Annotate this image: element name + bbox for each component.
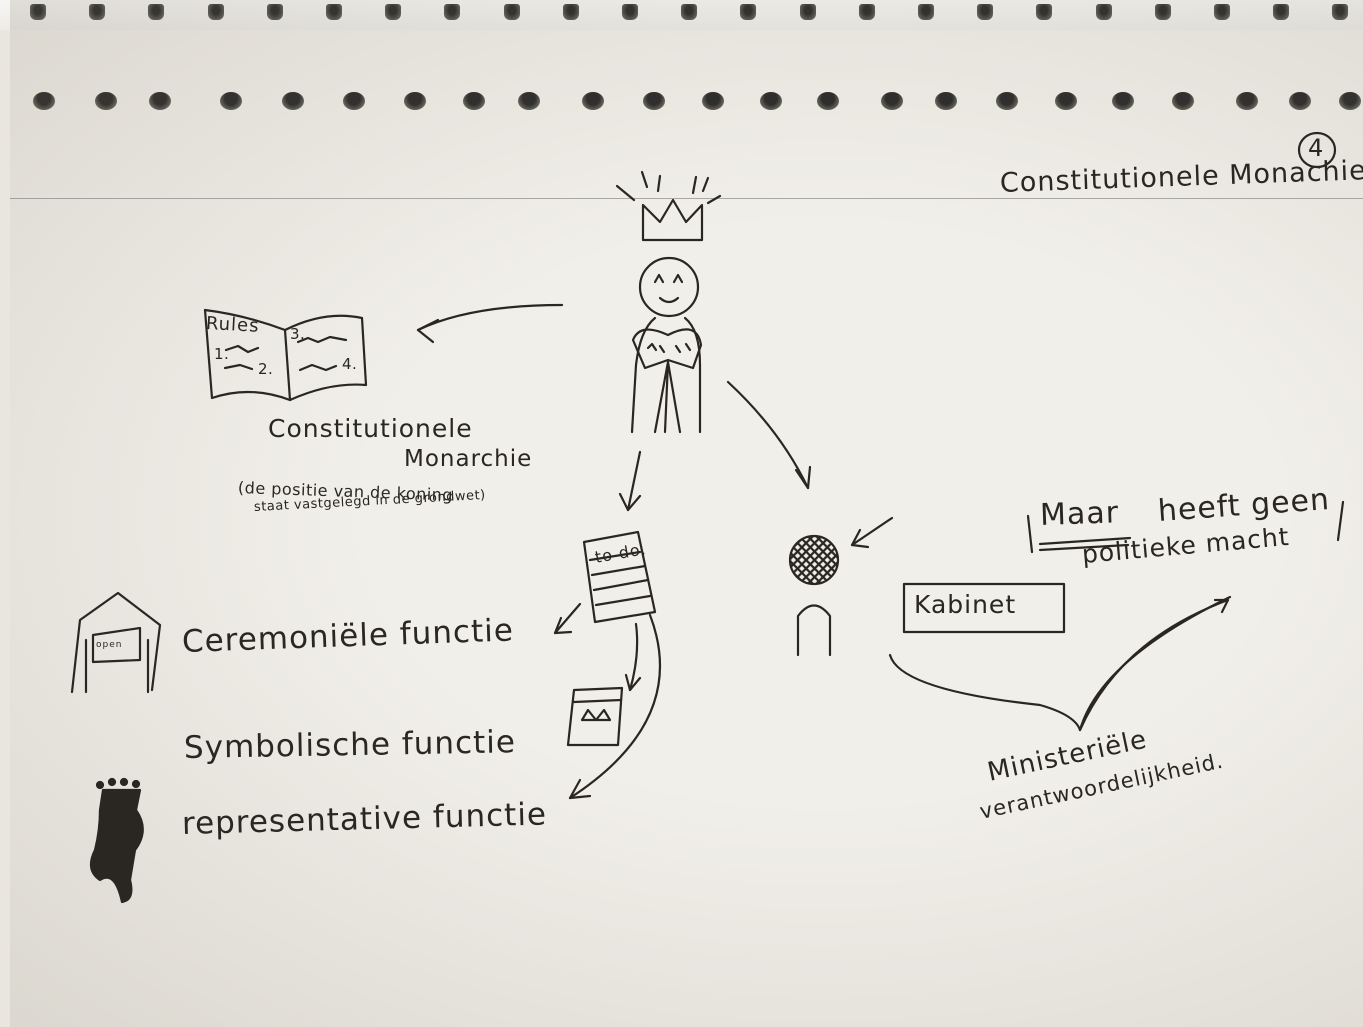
spiral-ring <box>1214 4 1230 20</box>
king-figure-icon <box>630 256 703 434</box>
crown-icon <box>615 170 722 242</box>
spiral-ring <box>503 4 520 20</box>
punched-hole <box>518 92 540 110</box>
page-number: 4 <box>1308 134 1325 162</box>
punched-hole <box>643 92 665 110</box>
book-item-3: 3. <box>290 325 306 343</box>
constitution-title-line1: Constitutionele <box>268 414 473 443</box>
spiral-ring <box>1273 4 1290 20</box>
header-rule <box>10 198 1363 199</box>
spiral-ring <box>148 4 165 20</box>
spiral-ring <box>799 4 816 20</box>
house-icon <box>70 591 162 694</box>
exclamation-right <box>1336 500 1345 542</box>
spiral-ring <box>1154 4 1171 20</box>
book-item-4: 4. <box>342 355 358 373</box>
punched-hole <box>1172 92 1194 110</box>
punched-hole <box>282 92 304 110</box>
spiral-ring <box>266 4 283 20</box>
spiral-ring <box>622 4 638 20</box>
punched-hole <box>1289 92 1311 110</box>
punched-hole <box>881 92 903 110</box>
spiral-ring <box>918 4 934 20</box>
spiral-ring <box>89 4 106 20</box>
spiral-ring <box>562 4 579 20</box>
punched-hole <box>760 92 782 110</box>
punched-hole <box>1339 92 1361 110</box>
spiral-ring <box>1095 4 1112 20</box>
calendar-icon <box>566 686 624 747</box>
spiral-ring <box>681 4 698 20</box>
arrows <box>416 303 1232 800</box>
landmark-silhouette-icon <box>89 777 144 904</box>
spiral-ring <box>444 4 461 20</box>
function-symbolic: Symbolische functie <box>183 724 517 766</box>
punched-hole <box>935 92 957 110</box>
constitution-title-line2: Monarchie <box>404 446 533 472</box>
rules-book-icon <box>203 308 368 402</box>
spiral-ring <box>1036 4 1053 20</box>
exclamation-left <box>1026 514 1034 554</box>
spiral-ring <box>1332 4 1349 20</box>
punched-hole <box>404 92 426 110</box>
kabinet-label: Kabinet <box>914 590 1017 619</box>
spiral-ring <box>740 4 757 20</box>
minister-figure-icon <box>788 534 840 657</box>
book-item-1: 1. <box>214 345 230 363</box>
punched-hole <box>702 92 724 110</box>
book-title: Rules <box>205 313 261 337</box>
book-item-2: 2. <box>258 360 274 378</box>
spiral-ring <box>30 4 46 20</box>
lined-paper <box>10 0 1363 1027</box>
punched-hole <box>463 92 485 110</box>
punched-hole <box>1055 92 1077 110</box>
spiral-ring <box>385 4 402 20</box>
todo-note-icon <box>582 530 657 624</box>
punched-hole <box>1112 92 1134 110</box>
punched-hole <box>343 92 365 110</box>
note-emphasis: Maar <box>1039 495 1120 533</box>
punched-hole <box>817 92 839 110</box>
punched-hole <box>149 92 171 110</box>
punched-hole <box>1236 92 1258 110</box>
punched-hole <box>996 92 1018 110</box>
spiral-ring <box>326 4 342 20</box>
page-number-circle <box>1297 131 1337 169</box>
maar-underline <box>1038 536 1132 552</box>
punched-hole <box>582 92 604 110</box>
punched-hole <box>33 92 55 110</box>
spiral-ring <box>858 4 875 20</box>
spiral-ring <box>977 4 994 20</box>
shop-sign-label: open <box>96 640 123 650</box>
spiral-ring <box>207 4 224 20</box>
punched-hole <box>95 92 117 110</box>
punched-hole <box>220 92 242 110</box>
kabinet-box <box>902 582 1066 634</box>
